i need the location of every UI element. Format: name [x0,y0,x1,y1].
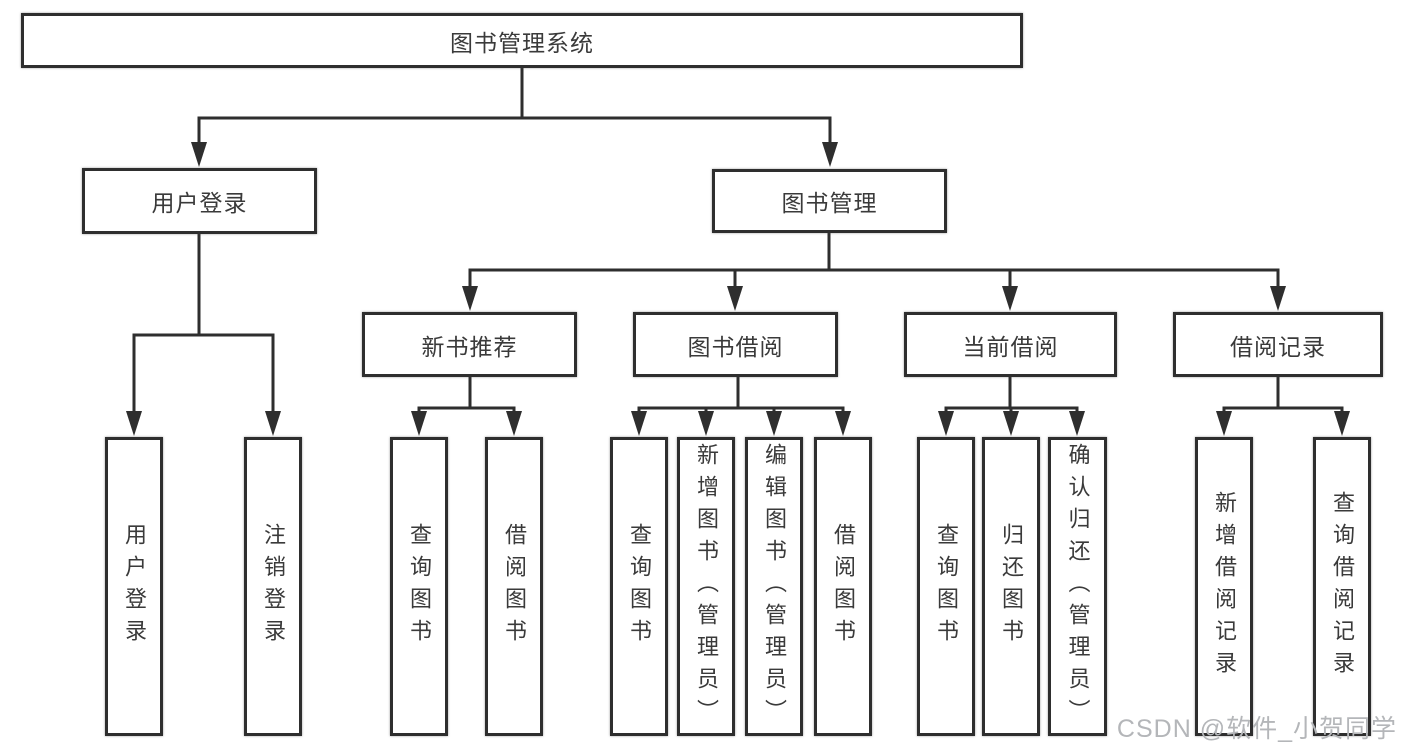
node-root: 图书管理系统 [21,13,1023,68]
leaf-label: 借阅图书 [831,522,856,651]
leaf-label: 查询借阅记录 [1330,490,1355,683]
leaf-query-books-borrow: 查询图书 [610,437,668,736]
leaf-label: 新增借阅记录 [1212,490,1237,683]
leaf-logout: 注销登录 [244,437,302,736]
leaf-query-books-recommend: 查询图书 [390,437,448,736]
leaf-label: 编辑图书（管理员） [762,442,787,731]
leaf-add-book-admin: 新增图书（管理员） [677,437,735,736]
node-book-borrow: 图书借阅 [633,312,838,377]
leaf-label: 确认归还（管理员） [1065,442,1091,731]
leaf-label: 借阅图书 [502,522,527,651]
leaf-borrow-books: 借阅图书 [814,437,872,736]
leaf-label: 新增图书（管理员） [694,442,719,731]
leaf-label: 查询图书 [407,522,432,651]
watermark: CSDN @软件_小贺同学 [1116,715,1397,743]
node-borrow-records: 借阅记录 [1173,312,1383,377]
leaf-query-books-current: 查询图书 [917,437,975,736]
node-book-management: 图书管理 [712,169,947,233]
leaf-label: 查询图书 [934,522,959,651]
node-current-borrow: 当前借阅 [904,312,1117,377]
node-new-book-recommend: 新书推荐 [362,312,577,377]
leaf-label: 注销登录 [261,522,286,651]
leaf-return-book: 归还图书 [982,437,1040,736]
leaf-add-borrow-record: 新增借阅记录 [1195,437,1253,736]
leaf-edit-book-admin: 编辑图书（管理员） [745,437,803,736]
leaf-confirm-return-admin: 确认归还（管理员） [1048,437,1107,736]
leaf-borrow-books-recommend: 借阅图书 [485,437,543,736]
leaf-label: 用户登录 [122,522,147,651]
leaf-user-login: 用户登录 [105,437,163,736]
leaf-label: 查询图书 [627,522,652,651]
node-user-login: 用户登录 [82,168,317,234]
leaf-query-borrow-record: 查询借阅记录 [1313,437,1371,736]
leaf-label: 归还图书 [999,522,1024,651]
